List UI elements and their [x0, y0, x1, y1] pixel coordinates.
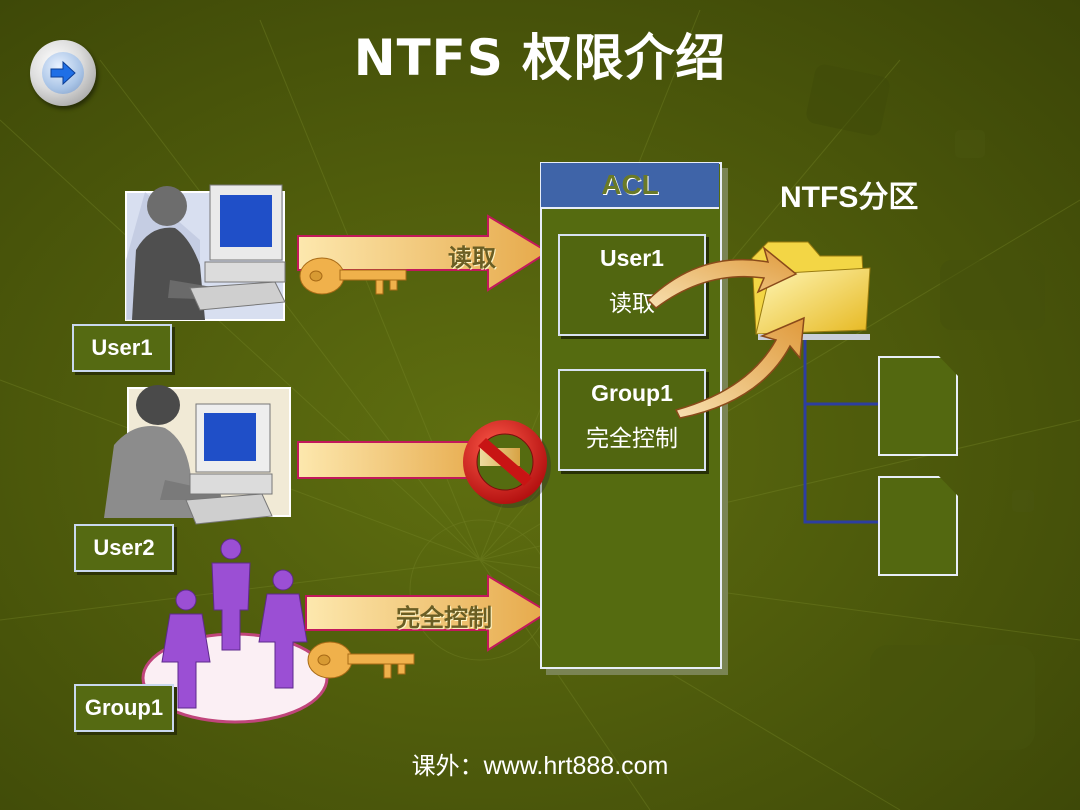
- arrow-right-icon: [42, 52, 84, 94]
- acl-entry-permission: 读取: [609, 290, 655, 316]
- footer: 课外：www.hrt888.com: [0, 746, 1080, 781]
- user1-label: User1: [72, 324, 172, 372]
- group1-arrow-label: 完全控制: [396, 605, 492, 632]
- next-slide-button[interactable]: [30, 40, 96, 106]
- document-icon: [878, 356, 958, 456]
- partition-tree-lines: [803, 340, 880, 524]
- key-icon: [307, 641, 415, 679]
- acl-entry-group1: Group1 完全控制: [558, 369, 706, 471]
- page-title: NTFS 权限介绍: [353, 29, 727, 87]
- acl-header: ACL: [541, 163, 719, 209]
- user2-label: User2: [74, 524, 174, 572]
- ntfs-partition-label: NTFS分区: [780, 181, 919, 214]
- key-icon: [299, 257, 407, 295]
- user2-denied-arrow: [297, 441, 491, 479]
- footer-prefix: 课外：: [411, 752, 484, 780]
- acl-entry-permission: 完全控制: [586, 425, 678, 451]
- document-icon: [878, 476, 958, 576]
- acl-entry-principal: User1: [600, 245, 664, 271]
- folder-icon: [751, 241, 871, 340]
- group1-label: Group1: [74, 684, 174, 732]
- acl-entry-user1: User1 读取: [558, 234, 706, 336]
- group1-fullcontrol-arrow: [305, 574, 550, 652]
- user1-arrow-label: 读取: [448, 245, 496, 272]
- acl-entry-principal: Group1: [591, 380, 673, 406]
- group1-people-image: [141, 538, 329, 724]
- footer-url[interactable]: www.hrt888.com: [483, 752, 669, 780]
- user2-computer-image: [104, 385, 291, 525]
- user1-computer-image: [125, 184, 286, 321]
